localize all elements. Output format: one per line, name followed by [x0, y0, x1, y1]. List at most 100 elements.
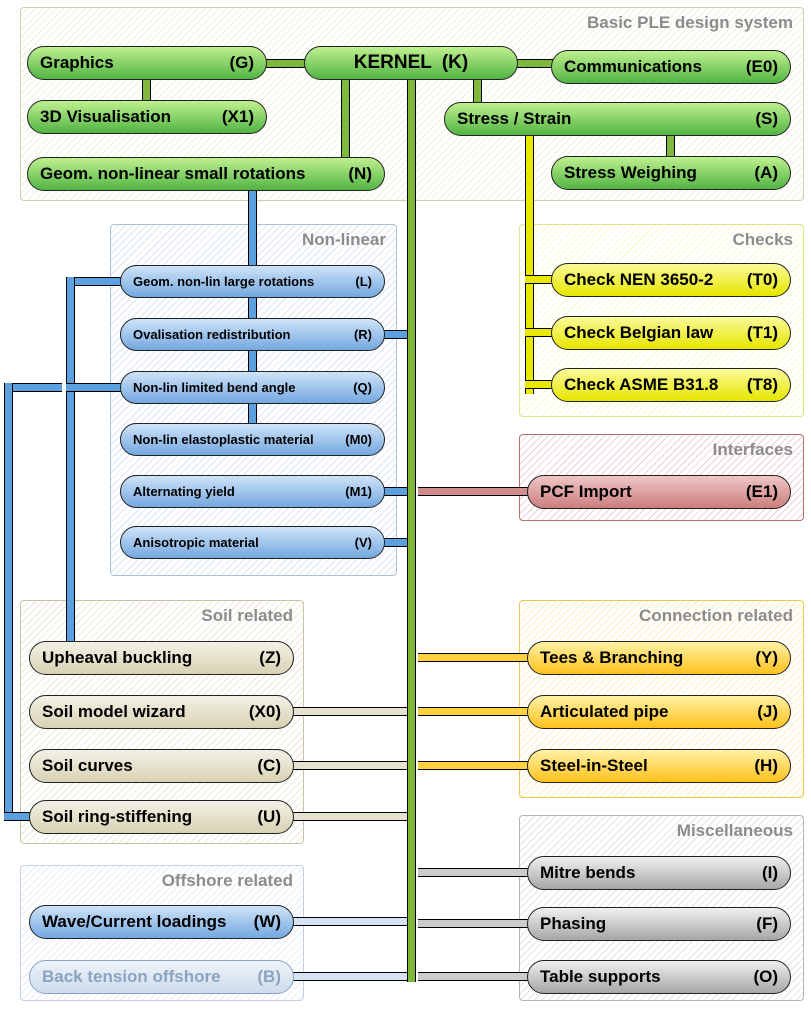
connector-ovalisation-trunk — [383, 330, 410, 339]
module-label: Communications — [564, 57, 702, 76]
module-limited-bend-angle[interactable]: Non-lin limited bend angle (Q) — [120, 371, 385, 404]
module-check-nen[interactable]: Check NEN 3650-2 (T0) — [551, 263, 791, 297]
module-label: Soil curves — [42, 756, 133, 775]
module-code: (I) — [761, 863, 778, 882]
module-code: (T8) — [746, 375, 778, 394]
module-soil-curves[interactable]: Soil curves (C) — [29, 749, 294, 783]
module-check-belgian[interactable]: Check Belgian law (T1) — [551, 316, 791, 350]
connector-wave-current — [292, 917, 408, 926]
module-ovalisation[interactable]: Ovalisation redistribution (R) — [120, 318, 385, 351]
module-code: (A) — [754, 163, 778, 182]
connector-soil-ring-loop — [4, 383, 13, 821]
module-label: Steel-in-Steel — [540, 756, 648, 775]
module-label: Wave/Current loadings — [42, 912, 227, 931]
module-back-tension-offshore[interactable]: Back tension offshore (B) — [29, 960, 294, 994]
module-code: (G) — [229, 53, 254, 72]
module-code: (O) — [753, 967, 778, 986]
module-label: KERNEL — [353, 52, 432, 73]
connector-stress-weighing — [666, 133, 675, 159]
module-code: (X1) — [221, 107, 254, 126]
module-label: Graphics — [40, 53, 114, 72]
connector-kernel-stress — [473, 79, 482, 105]
module-code: (U) — [257, 807, 281, 826]
connector-upheaval-outer — [66, 277, 75, 645]
group-title-offshore: Offshore related — [161, 871, 293, 890]
module-pcf-import[interactable]: PCF Import (E1) — [527, 475, 791, 509]
connector-bendangle-elastoplastic — [248, 401, 257, 427]
connector-soil-wizard — [292, 707, 408, 716]
module-anisotropic[interactable]: Anisotropic material (V) — [120, 526, 385, 559]
connector-geom-small-nonlinear — [248, 190, 257, 270]
module-code: (L) — [355, 274, 372, 289]
connector-graphics-kernel — [265, 59, 310, 68]
module-wave-current-loadings[interactable]: Wave/Current loadings (W) — [29, 905, 294, 939]
module-code: (J) — [757, 702, 778, 721]
connector-back-tension — [292, 972, 408, 981]
connector-outer-to-geom-large — [66, 277, 124, 286]
module-code: (T0) — [746, 270, 778, 289]
module-code: (M1) — [345, 484, 372, 499]
module-tees-branching[interactable]: Tees & Branching (Y) — [527, 641, 791, 675]
module-phasing[interactable]: Phasing (F) — [527, 907, 791, 941]
module-communications[interactable]: Communications (E0) — [551, 50, 791, 84]
connector-geom-large-ovalisation — [248, 297, 257, 321]
module-label: PCF Import — [540, 482, 632, 501]
module-soil-ring-stiffening[interactable]: Soil ring-stiffening (U) — [29, 800, 294, 834]
module-check-asme[interactable]: Check ASME B31.8 (T8) — [551, 368, 791, 402]
module-alternating-yield[interactable]: Alternating yield (M1) — [120, 475, 385, 508]
connector-soil-ring-loop-bottom — [4, 812, 32, 821]
module-code: (X0) — [248, 702, 281, 721]
module-articulated-pipe[interactable]: Articulated pipe (J) — [527, 695, 791, 729]
connector-table-supports — [418, 972, 530, 981]
module-code: (Q) — [353, 380, 372, 395]
connector-ovalisation-bendangle — [248, 349, 257, 373]
module-label: Check Belgian law — [564, 323, 714, 342]
module-code: (M0) — [345, 432, 372, 447]
module-geom-large-rotations[interactable]: Geom. non-lin large rotations (L) — [120, 265, 385, 298]
connector-soil-ring-loop-top — [4, 383, 62, 392]
module-elastoplastic[interactable]: Non-lin elastoplastic material (M0) — [120, 423, 385, 456]
module-code: (H) — [754, 756, 778, 775]
module-label: Geom. non-lin large rotations — [133, 274, 315, 289]
module-graphics[interactable]: Graphics (G) — [27, 46, 267, 80]
module-label: Tees & Branching — [540, 648, 684, 667]
module-mitre-bends[interactable]: Mitre bends (I) — [527, 856, 791, 890]
module-code: (E0) — [745, 57, 778, 76]
connector-check-nen — [525, 275, 555, 284]
connector-check-asme — [525, 380, 555, 389]
module-code: (F) — [756, 914, 778, 933]
connector-kernel-communications — [515, 59, 555, 68]
module-table-supports[interactable]: Table supports (O) — [527, 960, 791, 994]
connector-outer-to-bendangle — [66, 383, 124, 392]
module-3d-visualisation[interactable]: 3D Visualisation (X1) — [27, 100, 267, 134]
connector-pcf-import — [418, 487, 530, 496]
connector-graphics-3d — [142, 79, 151, 101]
module-label: Non-lin elastoplastic material — [133, 432, 314, 447]
connector-soil-curves — [292, 761, 408, 770]
module-stress-weighing[interactable]: Stress Weighing (A) — [551, 156, 791, 190]
module-upheaval-buckling[interactable]: Upheaval buckling (Z) — [29, 641, 294, 675]
module-label: Soil model wizard — [42, 702, 186, 721]
module-code: (C) — [257, 756, 281, 775]
kernel-trunk — [407, 79, 416, 982]
connector-anisotropic-trunk — [383, 538, 410, 547]
module-stress-strain[interactable]: Stress / Strain (S) — [444, 102, 791, 136]
module-geom-small-rotations[interactable]: Geom. non-linear small rotations (N) — [27, 157, 385, 191]
module-steel-in-steel[interactable]: Steel-in-Steel (H) — [527, 749, 791, 783]
module-label: Non-lin limited bend angle — [133, 380, 296, 395]
module-label: Alternating yield — [133, 484, 235, 499]
connector-alternating-trunk — [383, 487, 410, 496]
module-soil-model-wizard[interactable]: Soil model wizard (X0) — [29, 695, 294, 729]
module-code: (S) — [755, 109, 778, 128]
module-kernel[interactable]: KERNEL (K) — [304, 46, 518, 80]
connector-soil-ring — [292, 812, 408, 821]
module-label: Back tension offshore — [42, 967, 221, 986]
module-code: (Z) — [259, 648, 281, 667]
module-code: (B) — [257, 967, 281, 986]
module-label: Anisotropic material — [133, 535, 259, 550]
module-label: Articulated pipe — [540, 702, 669, 721]
connector-steel-in-steel — [418, 761, 530, 770]
module-label: 3D Visualisation — [40, 107, 172, 126]
module-code: (E1) — [745, 482, 778, 501]
